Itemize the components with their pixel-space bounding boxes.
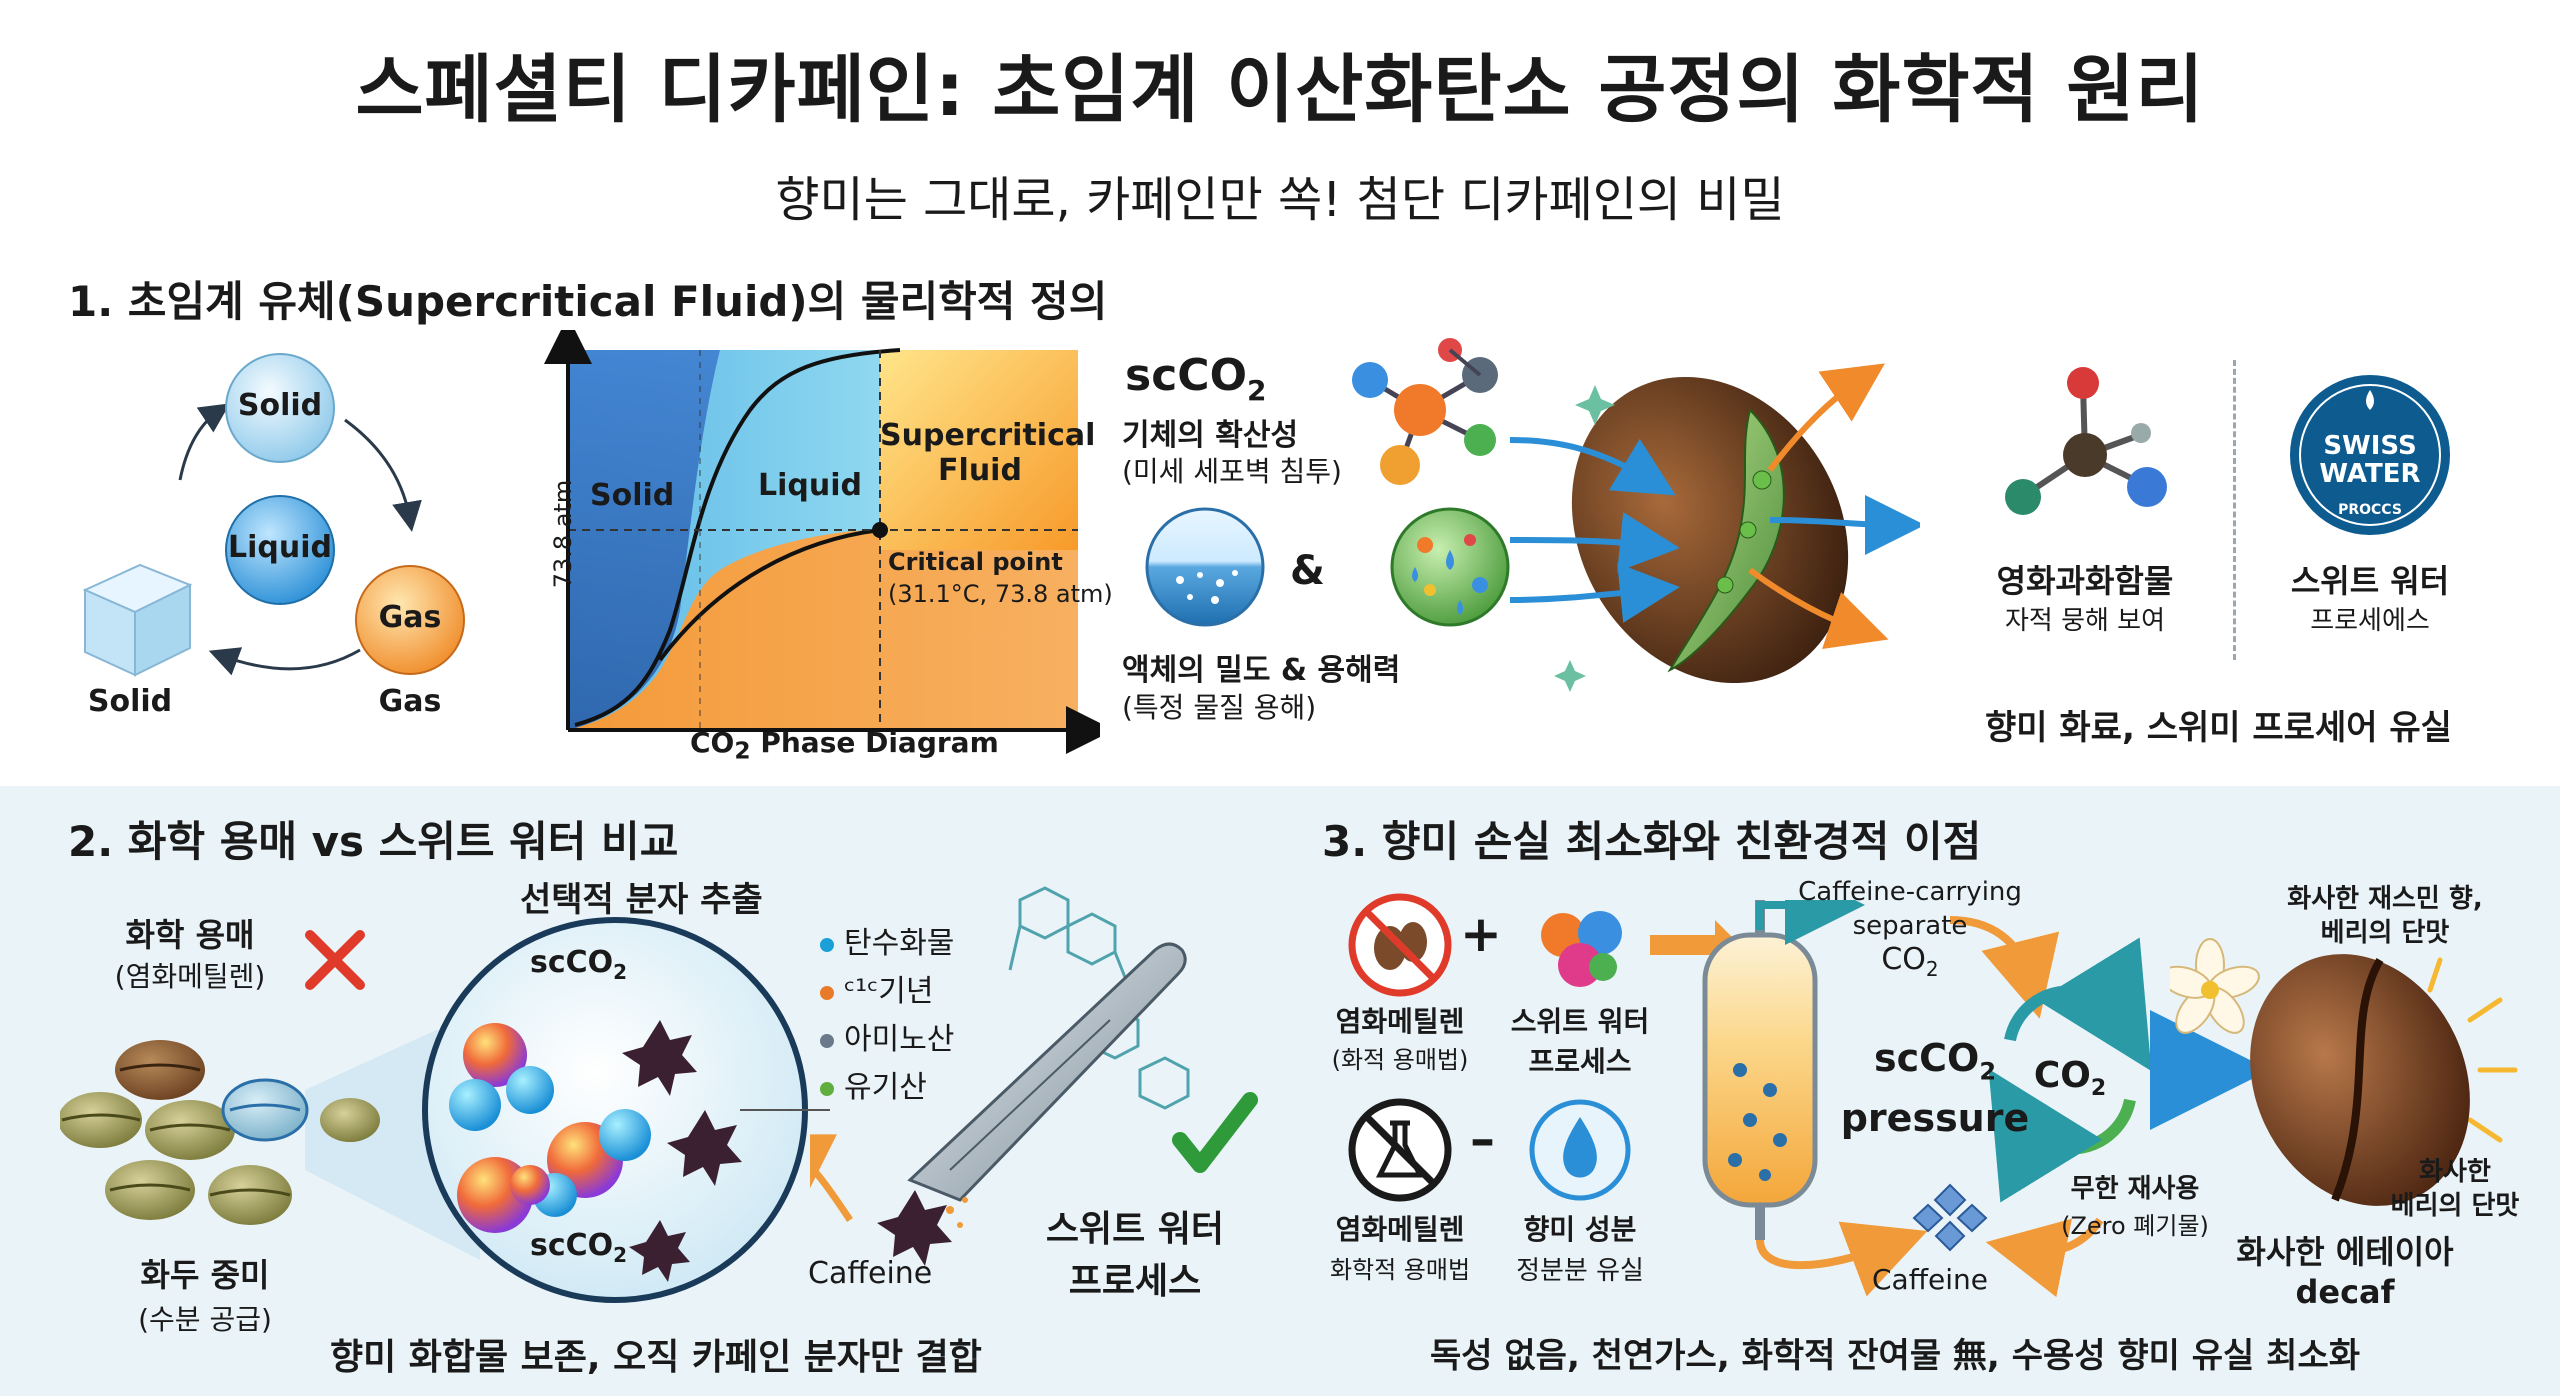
swiss-water-logo-text: SWISS WATER PROCCS bbox=[2319, 431, 2421, 518]
section3-footer: 독성 없음, 천연가스, 화학적 잔여물 無, 수용성 향미 유실 최소화 bbox=[1430, 1336, 2360, 1376]
section1-footer: 향미 화료, 스위미 프로세어 유실 bbox=[1985, 708, 2452, 748]
section3-heading: 3. 향미 손실 최소화와 친환경적 이점 bbox=[1322, 817, 1982, 866]
circle-bottom-label: scCO2 bbox=[530, 1228, 628, 1267]
item2-desc: 프로세스 bbox=[1528, 1045, 1632, 1078]
gas-circle-label: Gas bbox=[378, 600, 442, 635]
liquid-density-desc: (특정 물질 용해) bbox=[1122, 691, 1317, 724]
water-drop-icon bbox=[1529, 1099, 1631, 1201]
solid-label: Solid bbox=[87, 684, 173, 719]
gas-diffusion-desc: (미세 세포벽 침투) bbox=[1122, 455, 1342, 488]
cross-mark-icon bbox=[305, 930, 365, 990]
legend-item: 유기산 bbox=[820, 1064, 954, 1112]
item4-desc: 정분분 유실 bbox=[1516, 1256, 1644, 1286]
compound-legend: 탄수화물 ᶜ¹ᶜ기년 아미노산 유기산 bbox=[820, 920, 954, 1112]
item2-title: 스위트 워터 bbox=[1510, 1005, 1650, 1038]
reuse-title: 무한 재사용 bbox=[2070, 1174, 2200, 1204]
scco2-label: scCO2 bbox=[1125, 350, 1267, 407]
liquid-density-title: 액체의 밀도 & 용해력 bbox=[1122, 653, 1401, 688]
critical-point-marker bbox=[872, 522, 888, 538]
jasmine-flower-icon bbox=[2170, 938, 2260, 1034]
berry-label: 화사한 베리의 단맛 bbox=[2390, 1157, 2520, 1221]
section1-heading: 1. 초임계 유체(Supercritical Fluid)의 물리학적 정의 bbox=[68, 277, 1108, 326]
circle-top-label: scCO2 bbox=[530, 945, 628, 984]
region-supercritical-line1: Supercritical bbox=[880, 418, 1096, 453]
extraction-circle bbox=[422, 917, 830, 1303]
legend-dot bbox=[820, 1033, 834, 1048]
no-flask-icon bbox=[1348, 1098, 1452, 1202]
decaf-bean-illustration bbox=[2170, 938, 2518, 1206]
caffeine-label-s2: Caffeine bbox=[808, 1256, 933, 1291]
gas-diffusion-title: 기체의 확산성 bbox=[1122, 418, 1299, 453]
critical-point-values: (31.1°C, 73.8 atm) bbox=[888, 580, 1113, 608]
checkmark-icon bbox=[1172, 1092, 1258, 1173]
solid-circle bbox=[225, 353, 335, 463]
molecule-cluster-icon bbox=[1352, 338, 1498, 485]
liquid-circle bbox=[225, 495, 335, 605]
gas-label: Gas bbox=[378, 684, 442, 719]
y-axis-label: 73.8 atm bbox=[549, 479, 577, 589]
reuse-desc: (Zero 폐기물) bbox=[2061, 1212, 2209, 1240]
scco2-pressure-label: scCO2 pressure bbox=[1840, 1036, 2030, 1140]
ampersand: & bbox=[1290, 548, 1325, 594]
critical-point-title: Critical point bbox=[888, 548, 1063, 576]
section1-right-divider bbox=[2233, 360, 2236, 660]
item1-desc: (화적 용매법) bbox=[1331, 1046, 1469, 1074]
jasmine-label: 화사한 재스민 향, 베리의 단맛 bbox=[2287, 884, 2483, 948]
no-coffee-icon bbox=[1348, 893, 1452, 997]
ethiopia-decaf-label: 화사한 에테이아 decaf bbox=[2236, 1233, 2454, 1311]
swiss-water-title: 스위트 워터 bbox=[2290, 562, 2450, 600]
legend-item: 아미노산 bbox=[820, 1016, 954, 1064]
gas-circle bbox=[355, 565, 465, 675]
region-liquid-label: Liquid bbox=[758, 468, 862, 503]
tweezers-caffeine-illustration bbox=[810, 886, 1258, 1266]
liquid-circle-label: Liquid bbox=[228, 530, 332, 565]
compound-molecule-icon bbox=[2005, 367, 2167, 515]
swiss-water-title-s2: 스위트 워터 bbox=[1045, 1209, 1225, 1250]
item4-title: 향미 성분 bbox=[1523, 1213, 1637, 1246]
item1-title: 염화메틸렌 bbox=[1335, 1005, 1465, 1038]
swiss-water-logo bbox=[2290, 375, 2450, 535]
caffeine-molecules bbox=[622, 1020, 742, 1282]
beans-title: 화두 중미 bbox=[140, 1256, 270, 1294]
x-axis-label: CO2 Phase Diagram bbox=[690, 726, 999, 765]
section2-footer: 향미 화합물 보존, 오직 카페인 분자만 결합 bbox=[330, 1337, 982, 1378]
states-cycle-diagram bbox=[82, 353, 465, 677]
co2-phase-diagram bbox=[544, 330, 1100, 754]
legend-item: 탄수화물 bbox=[820, 920, 954, 968]
legend-dot bbox=[820, 937, 834, 952]
legend-dot bbox=[820, 985, 834, 1000]
caffeine-carrying-label: Caffeine-carrying separate CO2 bbox=[1798, 877, 2022, 981]
coffee-bean-cross-section bbox=[1509, 363, 1920, 692]
chem-solvent-desc: (염화메틸렌) bbox=[114, 960, 266, 993]
page-title: 스페셜티 디카페인: 초임계 이산화탄소 공정의 화학적 원리 bbox=[355, 47, 2205, 133]
caffeine-label-s3: Caffeine bbox=[1872, 1263, 1988, 1296]
region-supercritical-label: Supercritical Fluid bbox=[880, 418, 1096, 488]
region-solid-label: Solid bbox=[590, 478, 675, 513]
minus-sign: – bbox=[1470, 1110, 1495, 1168]
swiss-water-desc: 프로세에스 bbox=[2310, 606, 2430, 636]
item3-title: 염화메틸렌 bbox=[1335, 1213, 1465, 1246]
page-subtitle: 향미는 그대로, 카페인만 쏙! 첨단 디카페인의 비밀 bbox=[775, 172, 1785, 228]
critical-point-label: Critical point (31.1°C, 73.8 atm) bbox=[888, 546, 1113, 610]
compound-title: 영화과화함물 bbox=[1996, 562, 2174, 600]
molecule-ball-icon bbox=[1541, 911, 1622, 987]
ice-cube-icon bbox=[82, 563, 193, 677]
region-supercritical-line2: Fluid bbox=[938, 453, 1022, 488]
compound-desc: 자적 뭉해 보여 bbox=[2004, 606, 2166, 636]
cycle-co2-label: CO2 bbox=[2033, 1055, 2107, 1102]
beans-desc: (수분 공급) bbox=[138, 1303, 272, 1336]
caffeine-crystal-icon bbox=[1912, 1183, 1988, 1252]
legend-dot bbox=[820, 1081, 834, 1096]
selective-extraction-title: 선택적 분자 추출 bbox=[520, 880, 763, 920]
legend-item: ᶜ¹ᶜ기년 bbox=[820, 968, 954, 1016]
plus-sign: + bbox=[1460, 905, 1502, 963]
scco2-cycle-diagram bbox=[1702, 900, 2260, 1298]
section2-heading: 2. 화학 용매 vs 스위트 워터 비교 bbox=[68, 817, 679, 866]
solid-circle-label: Solid bbox=[237, 388, 323, 423]
item3-desc: 화학적 용매법 bbox=[1329, 1256, 1471, 1284]
liquid-density-icons bbox=[1145, 507, 1510, 627]
swiss-water-process-s2: 프로세스 bbox=[1068, 1261, 1202, 1302]
chem-solvent-title: 화학 용매 bbox=[125, 916, 255, 954]
